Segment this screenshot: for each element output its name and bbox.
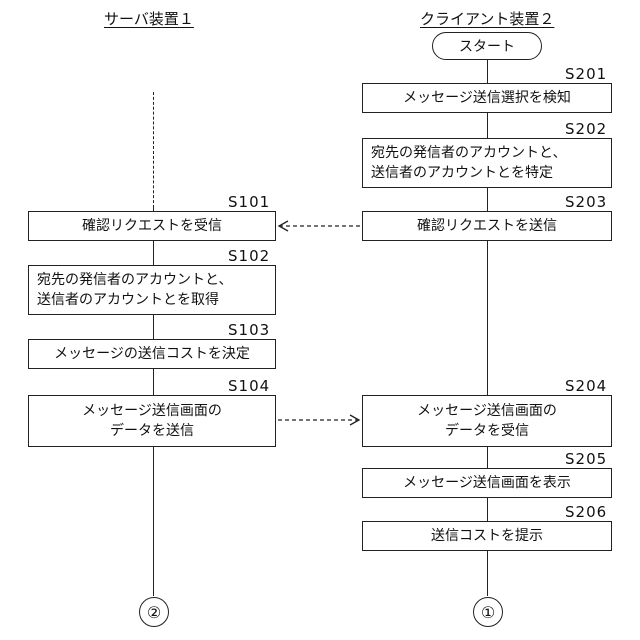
connector-client: ①: [473, 597, 503, 627]
connector-server: ②: [139, 597, 169, 627]
response-arrow: [278, 415, 359, 425]
request-arrow: [279, 221, 360, 231]
